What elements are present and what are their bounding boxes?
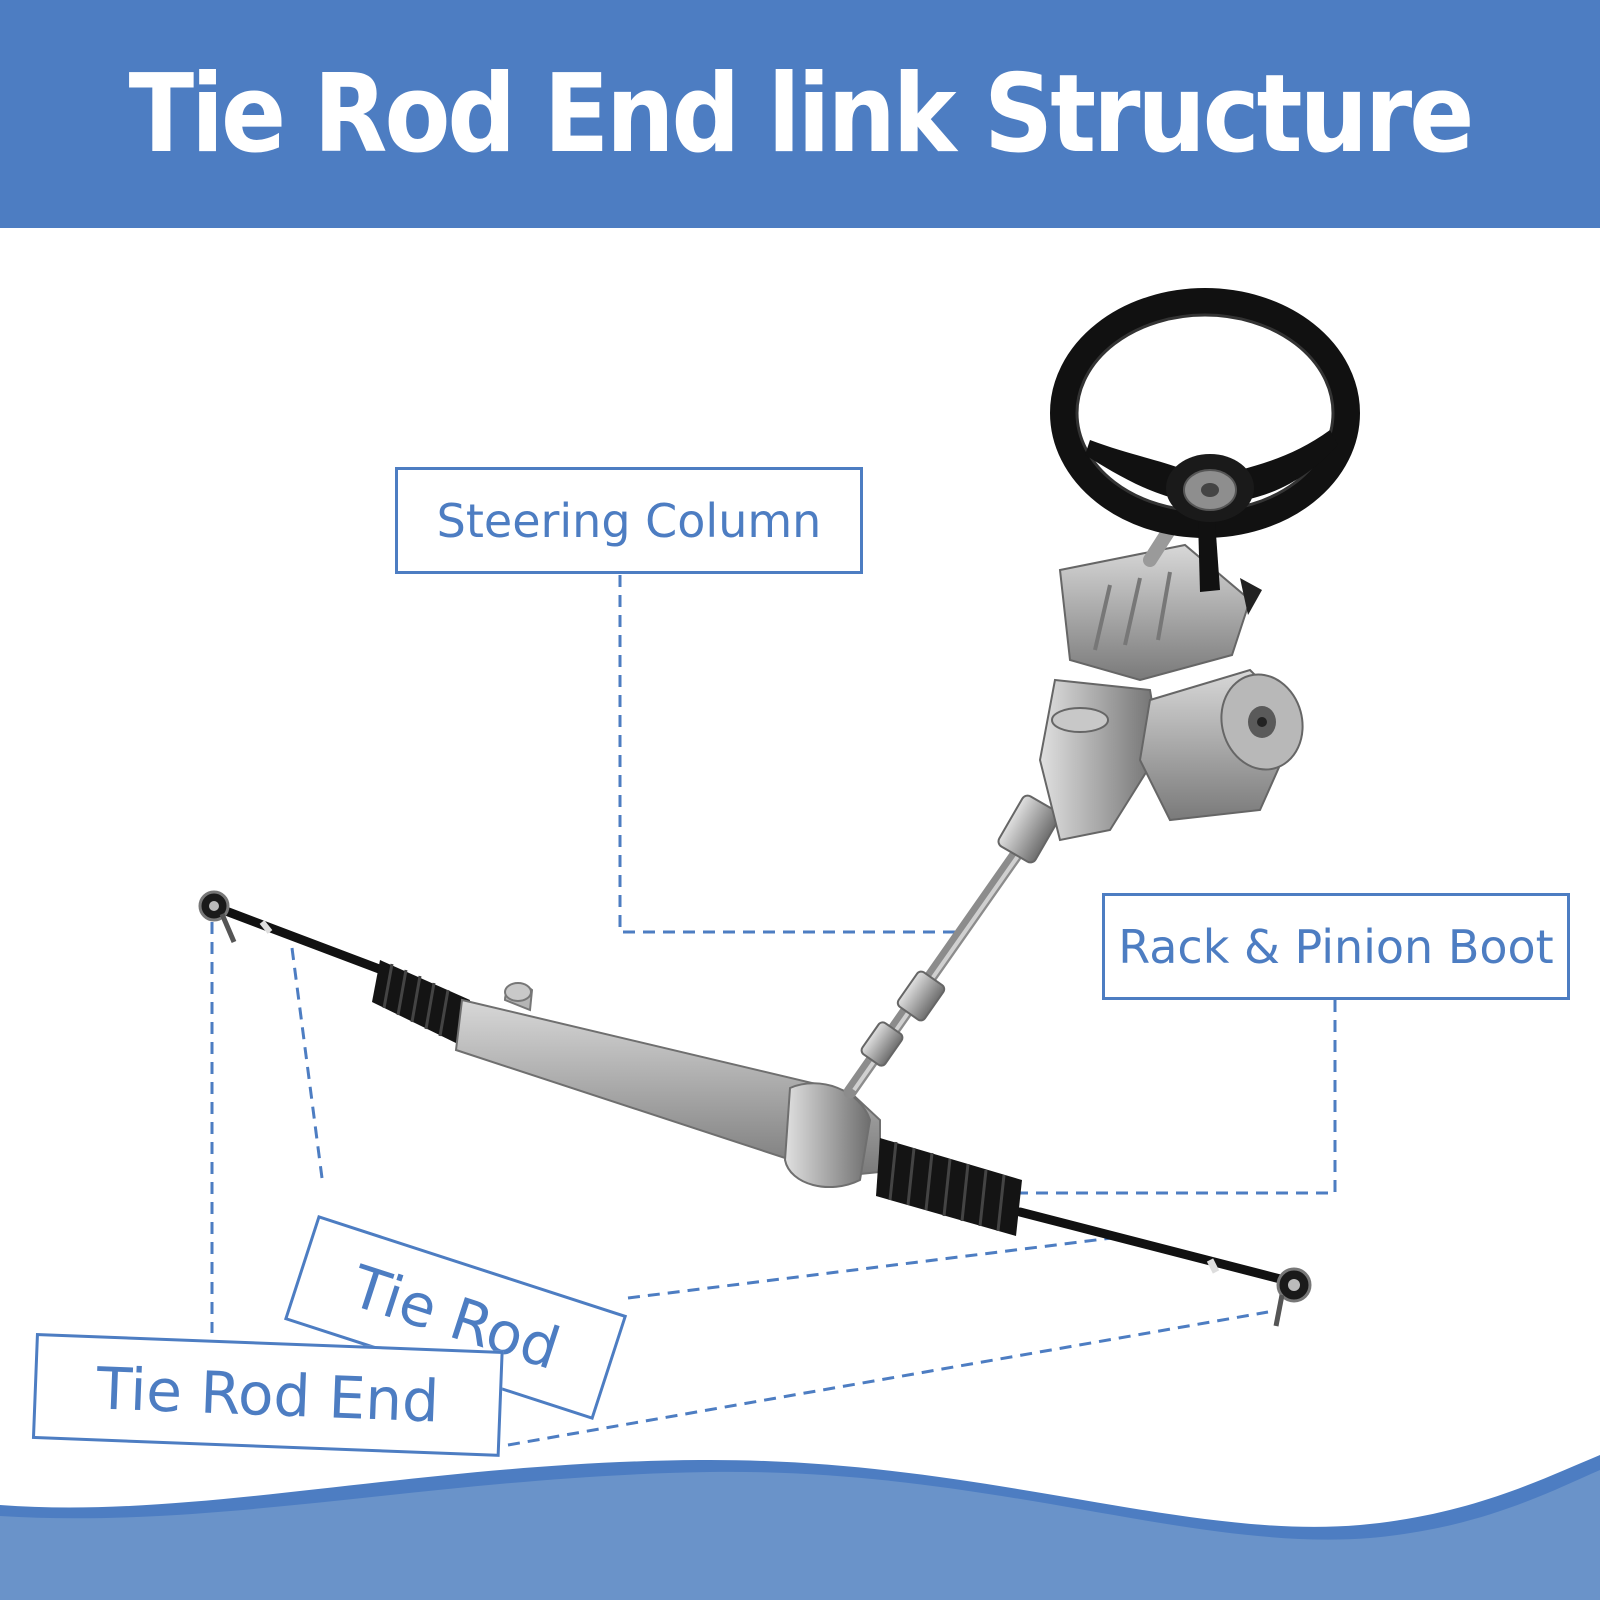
eps-motor	[1138, 668, 1304, 822]
steering-column-label: Steering Column	[395, 467, 863, 574]
rack-boot-right	[876, 1138, 1022, 1236]
leader-rack-pinion-boot	[1020, 1000, 1337, 1195]
rack-housing	[454, 982, 881, 1188]
tie-rod-left	[198, 890, 400, 980]
title-banner	[0, 0, 1600, 228]
tie-rod-end-label: Tie Rod End	[31, 1333, 504, 1457]
leader-steering-column	[618, 575, 968, 934]
rack-pinion-boot-label: Rack & Pinion Boot	[1102, 893, 1570, 1000]
bottom-wave-light	[0, 1470, 1600, 1600]
rack-boot-left	[372, 960, 470, 1046]
leader-tie-rod-right	[627, 1236, 1113, 1300]
leader-tie-rod-end-right	[507, 1310, 1269, 1447]
page-title: Tie Rod End link Structure	[128, 51, 1475, 177]
steering-wheel	[1050, 288, 1360, 592]
tie-rod-right	[1015, 1207, 1312, 1327]
intermediate-shaft	[843, 794, 1061, 1099]
leader-tie-rod-left	[290, 947, 324, 1179]
steering-column-housing	[1038, 543, 1304, 842]
leader-lines	[210, 575, 1337, 1447]
